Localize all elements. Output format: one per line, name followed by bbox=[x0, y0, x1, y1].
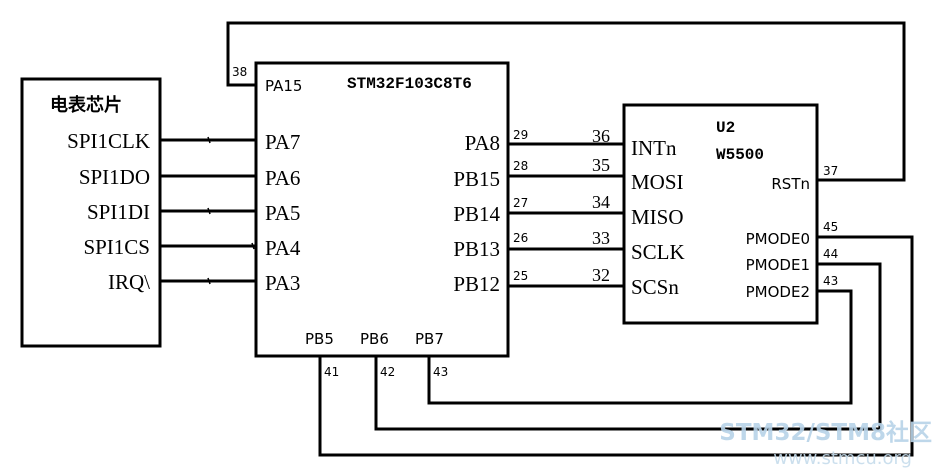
w5500-pin-mosi: MOSI bbox=[631, 170, 684, 194]
w5500-pin-num-36: 36 bbox=[592, 126, 610, 146]
w5500-pin-num-34: 34 bbox=[592, 192, 610, 212]
w5500-ref: U2 bbox=[716, 119, 735, 137]
chip-pin-irq: IRQ\ bbox=[108, 270, 150, 294]
w5500-pin-scsn: SCSn bbox=[631, 275, 679, 299]
w5500-bus-wires bbox=[508, 142, 624, 288]
mcu-pin-pa4: PA4 bbox=[265, 236, 301, 260]
mcu-pin-pa8: PA8 bbox=[465, 131, 500, 155]
mcu-pin-pb7: PB7 bbox=[415, 330, 444, 348]
watermark-url: www.stmcu.org bbox=[773, 448, 912, 469]
mcu-pin-num-42: 42 bbox=[380, 365, 395, 379]
mcu-pin-pb6: PB6 bbox=[360, 330, 389, 348]
mcu-pin-num-38: 38 bbox=[232, 65, 247, 79]
mcu-pin-num-41: 41 bbox=[324, 365, 339, 379]
w5500-pin-num-35: 35 bbox=[592, 155, 610, 175]
spi1-wires bbox=[160, 138, 256, 283]
wire-ticks bbox=[207, 136, 255, 285]
w5500-pin-pmode0: PMODE0 bbox=[746, 230, 810, 248]
w5500-pin-num-37: 37 bbox=[823, 164, 838, 178]
mcu-pin-pb15: PB15 bbox=[453, 167, 500, 191]
watermark-title: STM32/STM8社区 bbox=[719, 419, 932, 446]
w5500-pin-pmode2: PMODE2 bbox=[746, 283, 810, 301]
w5500-pin-num-45: 45 bbox=[823, 220, 838, 234]
mcu-pin-num-28: 28 bbox=[513, 159, 528, 173]
mcu-pin-pa6: PA6 bbox=[265, 166, 300, 190]
w5500-pin-sclk: SCLK bbox=[631, 240, 685, 264]
w5500-pin-num-32: 32 bbox=[592, 265, 610, 285]
mcu-pin-num-26: 26 bbox=[513, 231, 528, 245]
w5500-name: W5500 bbox=[716, 146, 764, 164]
mcu-pin-pa3: PA3 bbox=[265, 271, 300, 295]
wire-pb7-pmode2 bbox=[427, 289, 853, 405]
chip-pin-spi1di: SPI1DI bbox=[87, 200, 150, 224]
mcu-pin-pb5: PB5 bbox=[305, 330, 334, 348]
mcu-pin-pb14: PB14 bbox=[453, 202, 500, 226]
mcu-pin-pa7: PA7 bbox=[265, 130, 300, 154]
w5500-pin-pmode1: PMODE1 bbox=[746, 256, 810, 274]
chip-pin-spi1cs: SPI1CS bbox=[83, 235, 150, 259]
mcu-pin-pb13: PB13 bbox=[453, 237, 500, 261]
meter-chip-title: 电表芯片 bbox=[50, 94, 122, 116]
wire-pb6-pmode1 bbox=[374, 262, 882, 431]
w5500-pin-rstn: RSTn bbox=[771, 175, 810, 193]
w5500-pin-miso: MISO bbox=[631, 205, 684, 229]
w5500-pin-intn: INTn bbox=[631, 136, 677, 160]
chip-pin-spi1do: SPI1DO bbox=[79, 165, 150, 189]
mcu-pin-num-29: 29 bbox=[513, 128, 528, 142]
chip-pin-spi1clk: SPI1CLK bbox=[67, 129, 150, 153]
mcu-pin-num-27: 27 bbox=[513, 196, 528, 210]
mcu-pin-pa15: PA15 bbox=[265, 77, 302, 95]
mcu-name: STM32F103C8T6 bbox=[347, 75, 472, 93]
mcu-pin-pb12: PB12 bbox=[453, 272, 500, 296]
mcu-pin-num-25: 25 bbox=[513, 269, 528, 283]
w5500-pin-num-43: 43 bbox=[823, 274, 838, 288]
w5500-pin-num-33: 33 bbox=[592, 228, 610, 248]
mcu-pin-num-43: 43 bbox=[433, 365, 448, 379]
mcu-pin-pa5: PA5 bbox=[265, 201, 300, 225]
w5500-pin-num-44: 44 bbox=[823, 247, 838, 261]
wire-pb5-pmode0 bbox=[318, 235, 914, 457]
wire-pa15-rstn bbox=[226, 21, 906, 182]
